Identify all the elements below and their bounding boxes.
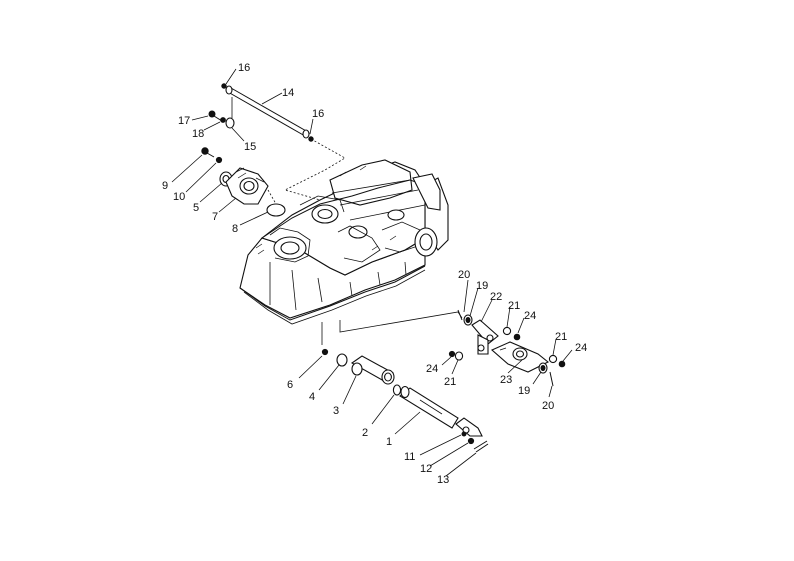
label-part-4: 4 xyxy=(309,391,315,403)
label-part-18: 18 xyxy=(192,128,204,140)
label-part-15: 15 xyxy=(244,141,256,153)
part-number-labels: 16 14 16 17 18 15 9 10 5 7 8 20 19 22 21… xyxy=(162,62,587,486)
gearbox-housing xyxy=(239,159,449,325)
label-part-20-lower: 20 xyxy=(542,400,554,412)
label-part-14: 14 xyxy=(282,87,294,99)
label-part-21-right: 21 xyxy=(555,331,567,343)
label-part-1: 1 xyxy=(386,436,392,448)
label-part-9: 9 xyxy=(162,180,168,192)
label-part-19-lower: 19 xyxy=(518,385,530,397)
linkage-assembly xyxy=(339,309,566,387)
label-part-20-upper: 20 xyxy=(458,269,470,281)
label-part-2: 2 xyxy=(362,427,368,439)
label-part-11: 11 xyxy=(404,451,415,463)
label-part-23: 23 xyxy=(500,374,512,386)
label-part-21-upper: 21 xyxy=(508,300,520,312)
cover-assembly xyxy=(201,147,286,217)
label-part-6: 6 xyxy=(287,379,293,391)
label-part-7: 7 xyxy=(212,211,218,223)
label-part-17: 17 xyxy=(178,115,190,127)
label-part-19-upper: 19 xyxy=(476,280,488,292)
label-part-8: 8 xyxy=(232,223,238,235)
leader-lines xyxy=(171,68,573,477)
label-part-24-left: 24 xyxy=(426,363,438,375)
label-part-22: 22 xyxy=(490,291,502,303)
label-part-16-lower: 16 xyxy=(312,108,324,120)
lower-shaft-assembly xyxy=(321,322,489,453)
label-part-12: 12 xyxy=(420,463,432,475)
label-part-13: 13 xyxy=(437,474,449,486)
label-part-24-upper: 24 xyxy=(524,310,536,322)
upper-shaft-assembly xyxy=(208,83,346,201)
label-part-5: 5 xyxy=(193,202,199,214)
label-part-16-upper: 16 xyxy=(238,62,250,74)
label-part-24-right: 24 xyxy=(575,342,587,354)
label-part-21-left: 21 xyxy=(444,376,456,388)
label-part-3: 3 xyxy=(333,405,339,417)
label-part-10: 10 xyxy=(173,191,185,203)
